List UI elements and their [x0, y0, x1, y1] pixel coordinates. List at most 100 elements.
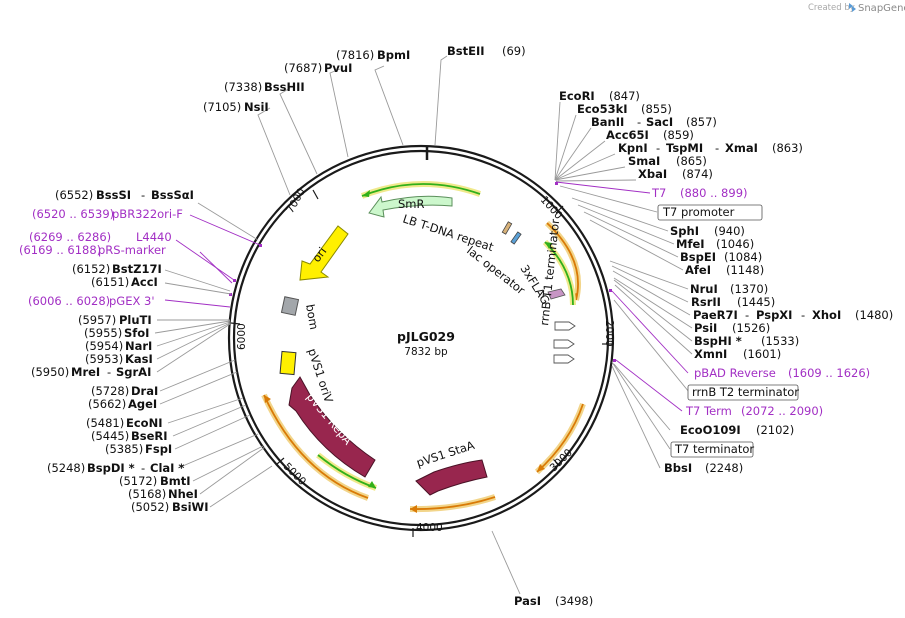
site-acc65i[interactable]: Acc65I (859): [606, 128, 694, 142]
site-afei[interactable]: AfeI (1148): [685, 263, 764, 277]
site-name: XmnI: [694, 347, 727, 361]
site-name: BspHI *: [694, 334, 742, 348]
site-name: BspDI *: [87, 461, 135, 475]
primer-name: pRS-marker: [98, 243, 166, 257]
site-name: RsrII: [691, 295, 721, 309]
site-ecoNI[interactable]: (5481) EcoNI: [86, 416, 162, 430]
site-bstz17i[interactable]: (6152) BstZ17I: [72, 262, 162, 276]
primer-name: pBR322ori-F: [112, 207, 183, 221]
site-sfoi[interactable]: (5955) SfoI: [84, 326, 149, 340]
site-sphi[interactable]: SphI (940): [670, 224, 745, 238]
site-pos: (7338): [224, 80, 262, 94]
site-pvui[interactable]: (7687) PvuI: [284, 61, 352, 75]
site-pos: (5481): [86, 416, 124, 430]
site-pasi[interactable]: PasI (3498): [514, 594, 593, 608]
site-name: PluTI: [119, 313, 152, 327]
site-pluti[interactable]: (5957) PluTI: [78, 313, 152, 327]
site-pos: (5248): [47, 461, 85, 475]
orange-arc-3-head: [410, 505, 417, 513]
credit-brand: SnapGene: [858, 3, 905, 14]
site-rsrii[interactable]: RsrII (1445): [691, 295, 775, 309]
site-fspi[interactable]: (5385) FspI: [105, 442, 172, 456]
site-name: PaeR7I: [693, 308, 738, 322]
orange-arc-4: [263, 394, 369, 499]
site-name: SfoI: [124, 326, 149, 340]
site-bsteii[interactable]: BstEII (69): [447, 44, 526, 58]
site-pos: (5728): [91, 384, 129, 398]
feature-rrnb-t2-terminator[interactable]: rrnB T2 terminator: [687, 384, 799, 401]
site-pos: (5957): [78, 313, 116, 327]
site-smai[interactable]: SmaI (865): [628, 154, 707, 168]
primer-t7-term[interactable]: T7 Term (2072 .. 2090): [685, 404, 823, 418]
plasmid-name: pJLG029: [397, 329, 455, 344]
primer-pbr322ori-f[interactable]: (6520 .. 6539) pBR322ori-F: [32, 207, 183, 221]
site-xbai[interactable]: XbaI (874): [638, 167, 713, 181]
site-beseri[interactable]: (5445) BseRI: [91, 429, 168, 443]
site-bsphi[interactable]: BspHI * (1533): [694, 334, 799, 348]
primer-prs-marker[interactable]: (6169 .. 6188) pRS-marker: [19, 243, 166, 257]
site-banii-saci[interactable]: BanII - SacI (857): [591, 115, 717, 129]
site-paer7i-pspxi-xhoi[interactable]: PaeR7I - PspXI - XhoI (1480): [693, 308, 893, 322]
backbone: [227, 144, 615, 532]
ori-feature: ori: [299, 225, 349, 281]
site-name-2: PspXI: [756, 308, 792, 322]
site-psii[interactable]: PsiI (1526): [694, 321, 770, 335]
site-acci[interactable]: (6151) AccI: [91, 275, 158, 289]
bom-label: bom: [303, 303, 321, 331]
primer-l4440[interactable]: (6269 .. 6286) L4440: [29, 230, 172, 244]
site-nrui[interactable]: NruI (1370): [690, 282, 768, 296]
site-bmti[interactable]: (5172) BmtI: [119, 474, 191, 488]
primer-pbad-reverse[interactable]: pBAD Reverse (1609 .. 1626): [694, 366, 870, 380]
site-drai[interactable]: (5728) DraI: [91, 384, 158, 398]
site-bspdi-clai[interactable]: (5248) BspDI * - ClaI *: [47, 461, 184, 475]
site-ecori[interactable]: EcoRI (847): [559, 89, 640, 103]
orange-arc-2-head: [537, 464, 545, 472]
site-pos: (5955): [84, 326, 122, 340]
site-pos: (1046): [716, 237, 754, 251]
primer-t7[interactable]: T7 (880 .. 899): [651, 186, 748, 200]
site-pos: (5445): [91, 429, 129, 443]
orange-arc-2: [536, 403, 584, 473]
site-pos: (3498): [555, 594, 593, 608]
site-name: FspI: [145, 442, 172, 456]
site-nari[interactable]: (5954) NarI: [85, 339, 152, 353]
lb-repeat-marker: [501, 221, 513, 235]
primer-pgex-3[interactable]: (6006 .. 6028) pGEX 3': [28, 294, 155, 308]
primer-name: L4440: [136, 230, 172, 244]
site-bspei[interactable]: BspEI (1084): [680, 250, 762, 264]
site-pos: (2102): [756, 423, 794, 437]
site-name: BssSI: [96, 188, 131, 202]
site-eco53ki[interactable]: Eco53kI (855): [577, 102, 672, 116]
site-agei[interactable]: (5662) AgeI: [88, 397, 157, 411]
site-pos: (7105): [203, 100, 241, 114]
site-sep: -: [656, 141, 660, 155]
site-sep: -: [107, 365, 111, 379]
site-pos: (1526): [732, 321, 770, 335]
site-name: EcoO109I: [680, 423, 741, 437]
primer-range: (6520 .. 6539): [32, 207, 114, 221]
feature-t7-terminator[interactable]: T7 terminator: [670, 441, 754, 458]
site-bpmi[interactable]: (7816) BpmI: [336, 48, 410, 62]
site-name: MreI: [71, 365, 100, 379]
site-ecoo109i[interactable]: EcoO109I (2102): [680, 423, 794, 437]
site-pos: (1084): [724, 250, 762, 264]
site-bsshii[interactable]: (7338) BssHII: [224, 80, 305, 94]
site-nhei[interactable]: (5168) NheI: [128, 487, 198, 501]
site-mfei[interactable]: MfeI (1046): [676, 237, 754, 251]
site-sep: -: [745, 308, 749, 322]
site-pos: (7816): [336, 48, 374, 62]
primer-name: pBAD Reverse: [694, 366, 776, 380]
site-bsssi[interactable]: (6552) BssSI - BssSαI: [55, 188, 194, 202]
site-bsiwi[interactable]: (5052) BsiWI: [131, 500, 209, 514]
site-xmni[interactable]: XmnI (1601): [694, 347, 781, 361]
primer-name: T7: [651, 186, 666, 200]
feature-t7-promoter[interactable]: T7 promoter: [657, 204, 763, 221]
orange-arc-1: [546, 222, 579, 301]
tick-4000: 4000: [412, 522, 443, 537]
rrnb-t1-label: rrnB T1 terminator: [537, 218, 562, 326]
site-mrei-sgrai[interactable]: (5950) MreI - SgrAI: [31, 365, 151, 379]
site-kasi[interactable]: (5953) KasI: [85, 352, 153, 366]
site-kpni-tspmi-xmai[interactable]: KpnI - TspMI - XmaI (863): [618, 141, 803, 155]
site-bbsi[interactable]: BbsI (2248): [664, 461, 743, 475]
site-nsii[interactable]: (7105) NsiI: [203, 100, 269, 114]
